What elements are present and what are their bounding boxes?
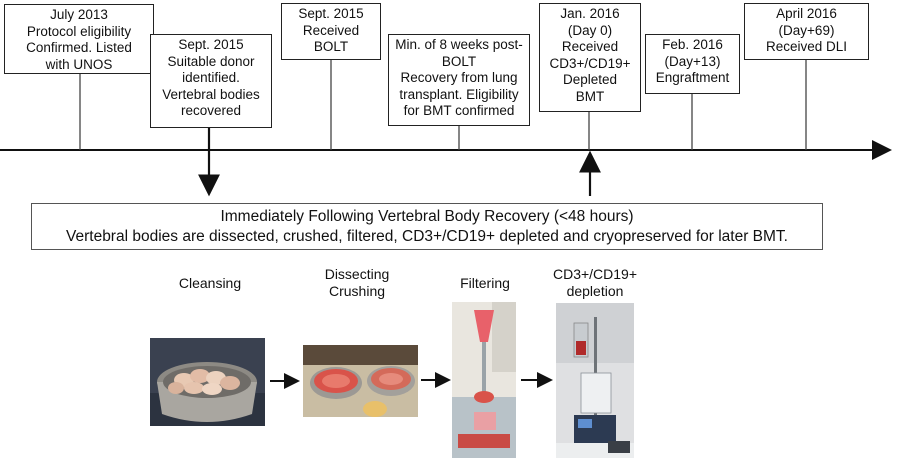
filtering-apparatus-photo (452, 302, 516, 458)
event-box-july-2013: July 2013 Protocol eligibility Confirmed… (4, 4, 154, 74)
banner-subtitle: Vertebral bodies are dissected, crushed,… (66, 228, 788, 245)
crushed-marrow-bowls-photo (303, 345, 418, 417)
event-box-eligibility-confirmed: Min. of 8 weeks post- BOLT Recovery from… (388, 34, 530, 126)
event-box-received-dli: April 2016 (Day+69) Received DLI (744, 3, 869, 60)
step-label-dissecting-crushing: Dissecting Crushing (324, 266, 390, 299)
event-box-received-bmt: Jan. 2016 (Day 0) Received CD3+/CD19+ De… (539, 3, 641, 112)
step-label-filtering: Filtering (460, 275, 510, 291)
bowl-of-vertebral-bodies-photo (150, 338, 265, 426)
event-box-received-bolt: Sept. 2015 Received BOLT (281, 3, 381, 60)
processing-banner: Immediately Following Vertebral Body Rec… (31, 203, 823, 250)
depletion-device-photo (556, 303, 634, 458)
step-label-depletion: CD3+/CD19+ depletion (552, 266, 638, 299)
event-box-engraftment: Feb. 2016 (Day+13) Engraftment (645, 34, 740, 94)
banner-title: Immediately Following Vertebral Body Rec… (220, 208, 634, 225)
step-label-cleansing: Cleansing (178, 275, 242, 291)
event-box-donor-identified: Sept. 2015 Suitable donor identified. Ve… (150, 34, 272, 128)
